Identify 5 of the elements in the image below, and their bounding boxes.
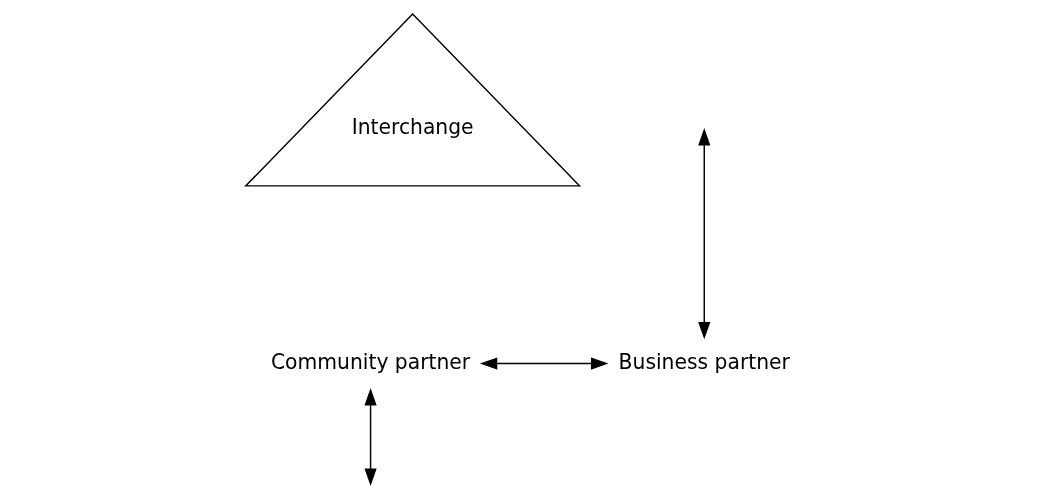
node-text: Community partner: [270, 349, 470, 374]
arrow: [479, 357, 608, 370]
arrow: [363, 388, 377, 487]
node-text: Business partner: [618, 349, 790, 374]
arrow: [697, 128, 710, 340]
